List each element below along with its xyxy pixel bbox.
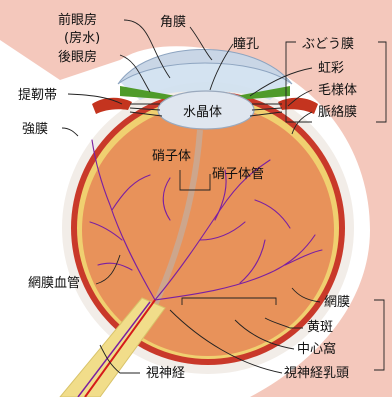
label-posterior-chamber: 後眼房 <box>58 49 97 65</box>
label-retina: 網膜 <box>324 295 350 310</box>
label-cornea: 角膜 <box>160 15 186 30</box>
label-lens: 水晶体 <box>183 105 222 120</box>
label-macula: 黄斑 <box>307 320 333 335</box>
label-fovea: 中心窩 <box>297 341 336 357</box>
label-aqueous-humor: (房水) <box>64 30 100 46</box>
label-optic-disc: 視神経乳頭 <box>284 366 349 381</box>
label-choroid: 脈絡膜 <box>318 104 357 120</box>
label-optic-nerve: 視神経 <box>146 366 185 381</box>
label-sclera: 強膜 <box>22 122 48 137</box>
label-iris: 虹彩 <box>318 61 344 76</box>
label-zonule: 提靭帯 <box>18 87 57 103</box>
label-anterior-chamber: 前眼房 <box>58 12 97 28</box>
label-hyaloid-canal: 硝子体管 <box>212 167 264 182</box>
label-retinal-vessels: 網膜血管 <box>28 276 80 291</box>
label-pupil: 瞳孔 <box>233 37 259 52</box>
label-ciliary-body: 毛様体 <box>318 83 357 98</box>
label-uvea: ぶどう膜 <box>302 37 354 52</box>
label-vitreous: 硝子体 <box>152 149 191 164</box>
